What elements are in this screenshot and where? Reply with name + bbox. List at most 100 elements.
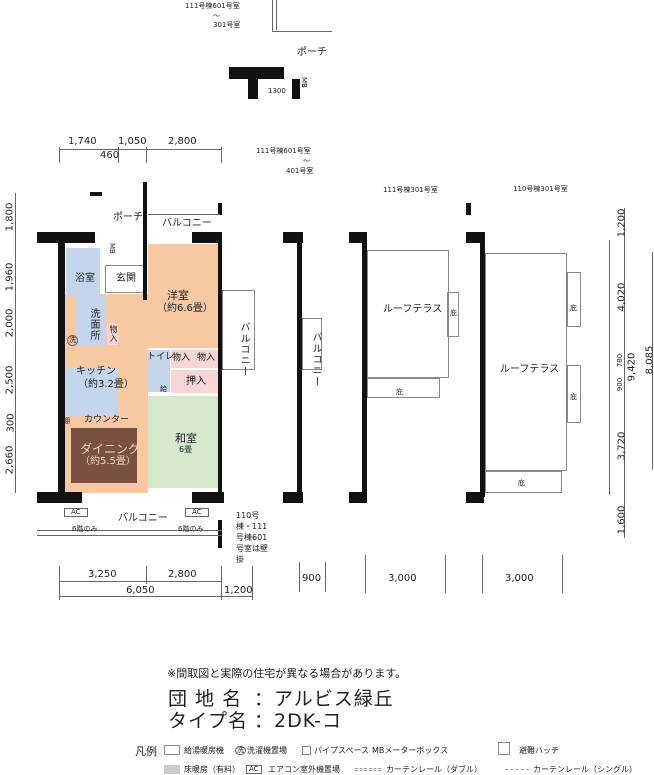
label-mb: MB bbox=[108, 243, 116, 254]
type-label: タイプ名 bbox=[168, 710, 249, 732]
water-heater-icon bbox=[164, 745, 180, 755]
single-rail-icon bbox=[505, 769, 529, 770]
dim-left-1: 1,800 bbox=[4, 202, 16, 232]
plan-b-range-end: 401号室 bbox=[286, 167, 314, 175]
legend-item: 給湯暖房機 bbox=[184, 746, 224, 755]
dim-top-2: 1,050 bbox=[118, 136, 147, 147]
dim-top-1: 1,740 bbox=[68, 136, 97, 147]
legend-item: 洗濯機置場 bbox=[247, 746, 287, 755]
label-supply: 給 bbox=[160, 385, 167, 393]
washer-icon: 洗 bbox=[67, 335, 78, 346]
label-balcony-bottom: バルコニー bbox=[118, 513, 168, 524]
dim-right-4: 900 bbox=[616, 377, 625, 392]
label-counter: カウンター bbox=[84, 415, 130, 425]
room-washroom bbox=[76, 296, 106, 346]
plan-c-roof: ルーフテラス bbox=[383, 304, 443, 315]
legend-item: カーテンレール（シングル） bbox=[533, 765, 637, 774]
label-kitchen-size: （約3.2畳） bbox=[78, 379, 134, 390]
room-washitsu bbox=[148, 396, 218, 488]
label-kitchen: キッチン bbox=[76, 366, 116, 377]
dim-9420: 9,420 bbox=[626, 352, 638, 382]
kitchen-counter bbox=[64, 367, 118, 415]
label-washitsu: 和室 bbox=[175, 432, 197, 445]
label-dining: ダイニング bbox=[80, 442, 141, 456]
room-closet bbox=[171, 370, 218, 393]
floor-heating-icon bbox=[164, 765, 180, 774]
plan-b-tilde: 〜 bbox=[303, 157, 310, 165]
plan-b-balcony: バルコニー bbox=[310, 332, 321, 387]
label-western: 洋室 bbox=[167, 289, 189, 302]
room-toilet bbox=[148, 350, 170, 392]
legend-item: MBメーターボックス bbox=[372, 746, 449, 755]
dim-total: 6,050 bbox=[126, 585, 155, 596]
legend-item: エアコン室外機置場 bbox=[268, 765, 340, 774]
ac-note-1: 6階のみ bbox=[72, 525, 98, 533]
escape-hatch-icon bbox=[498, 742, 510, 755]
label-dining-size: （約5.5畳） bbox=[80, 456, 136, 467]
plan-d-dim: 3,000 bbox=[505, 573, 534, 584]
plan-d-eave-3: 庇 bbox=[518, 479, 525, 487]
dim-left-4: 2,500 bbox=[4, 365, 16, 395]
plan-d-roof: ルーフテラス bbox=[500, 364, 560, 375]
dim-bottom-2: 2,800 bbox=[168, 569, 197, 580]
legend-item: カーテンレール（ダブル） bbox=[386, 765, 482, 774]
plan-c-dim: 3,000 bbox=[388, 573, 417, 584]
label-storage-2: 物入 bbox=[172, 353, 191, 363]
dim-top-3: 2,800 bbox=[168, 136, 197, 147]
label-western-size: （約6.6畳） bbox=[157, 303, 213, 314]
inset-label: 111号棟601号室 bbox=[185, 2, 240, 10]
dim-right-3: 780 bbox=[616, 353, 625, 368]
plan-b-label: 111号棟601号室 bbox=[256, 147, 311, 155]
wall-mount-note: 110号棟・111号棟601号室は壁掛 bbox=[236, 511, 268, 564]
label-storage: 物入 bbox=[109, 325, 118, 343]
label-toilet: トイレ bbox=[147, 352, 175, 362]
estate-label: 団 地 名 bbox=[168, 688, 243, 710]
dim-8085: 8,085 bbox=[644, 345, 654, 375]
plan-c-eave-2: 庇 bbox=[396, 388, 403, 396]
inset-porch: ポーチ bbox=[297, 47, 327, 58]
type-value: ：2DK-コ bbox=[254, 710, 343, 732]
dim-right-5: 3,720 bbox=[616, 431, 628, 461]
room-storage bbox=[107, 323, 118, 345]
room-dining bbox=[71, 428, 137, 483]
ac-box-1: AC bbox=[64, 508, 88, 517]
ac-box-2: AC bbox=[185, 508, 209, 517]
dim-bottom-1: 3,250 bbox=[88, 569, 117, 580]
notice: ※間取図と実際の住宅が異なる場合があります。 bbox=[167, 667, 407, 680]
estate-value: ：アルビス緑丘 bbox=[254, 688, 394, 710]
label-balcony-top: バルコニー bbox=[162, 218, 212, 229]
inset-mb: MB bbox=[300, 77, 308, 88]
plan-c-eave-1: 庇 bbox=[450, 309, 457, 317]
legend-item: 床暖房（有料） bbox=[184, 765, 240, 774]
ac-icon: AC bbox=[246, 765, 262, 774]
plan-c-label: 111号棟301号室 bbox=[383, 186, 438, 194]
dim-460: 460 bbox=[100, 150, 120, 161]
dim-balcony: 1,200 bbox=[224, 585, 253, 596]
room-entrance bbox=[105, 265, 147, 293]
dim-right-6: 1,600 bbox=[616, 505, 628, 535]
label-porch: ポーチ bbox=[113, 212, 143, 223]
label-bath: 浴室 bbox=[75, 273, 95, 284]
ac-note-2: 6階のみ bbox=[178, 525, 204, 533]
room-bath bbox=[66, 248, 100, 295]
dim-left-3: 2,000 bbox=[4, 308, 16, 338]
room-storage-2-3 bbox=[171, 350, 218, 368]
washer-icon: 洗 bbox=[235, 746, 246, 755]
label-storage-3: 物入 bbox=[197, 353, 216, 363]
label-entrance: 玄関 bbox=[116, 273, 136, 284]
pipe-space-icon bbox=[302, 746, 311, 755]
plan-d-eave-2: 庇 bbox=[570, 393, 577, 401]
dim-left-6: 2,660 bbox=[4, 445, 16, 475]
label-shelf: 棚 bbox=[63, 417, 70, 425]
inset-tilde: 〜 bbox=[213, 12, 220, 20]
legend-title: 凡例 bbox=[135, 745, 157, 758]
label-balcony-right: バルコニー bbox=[238, 322, 249, 377]
double-rail-icon bbox=[355, 768, 381, 771]
dim-right-1: 1,200 bbox=[616, 208, 628, 238]
room-western bbox=[148, 244, 218, 348]
dim-left-5: 300 bbox=[5, 413, 17, 433]
label-washitsu-size: 6畳 bbox=[179, 445, 193, 454]
dim-left-2: 1,960 bbox=[4, 262, 16, 292]
inset-dim: 1300 bbox=[268, 87, 286, 95]
dim-right-2: 4,020 bbox=[616, 282, 628, 312]
